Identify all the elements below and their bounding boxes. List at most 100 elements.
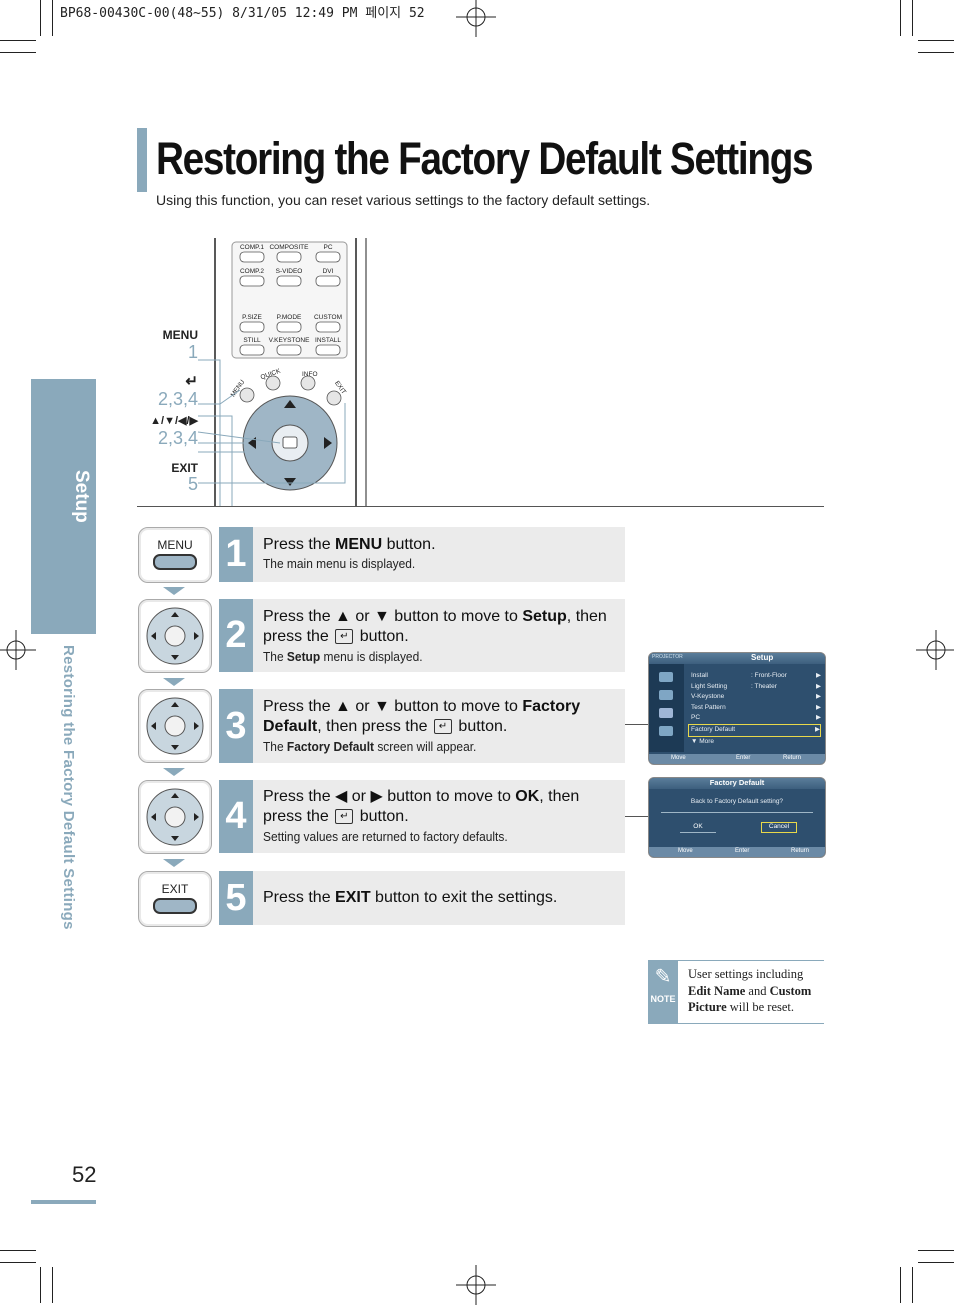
key-label: S-VIDEO [276, 268, 303, 275]
key-label: P.SIZE [242, 314, 262, 321]
key-label: COMP.2 [240, 268, 264, 275]
step-4-instruction: Press the ◀ or ▶ button to move to OK, t… [263, 788, 580, 825]
osd-setup-titlebar: PROJECTOR Setup [649, 653, 825, 664]
title-accent-bar [137, 128, 147, 192]
osd-brand: PROJECTOR [652, 654, 683, 660]
crop-mark [0, 1262, 36, 1263]
crop-mark [918, 40, 954, 41]
page-number: 52 [72, 1162, 97, 1187]
section-divider [137, 506, 824, 507]
callout-enter-step: 2,3,4 [157, 389, 198, 409]
crop-mark [52, 0, 53, 36]
step-4-box: Press the ◀ or ▶ button to move to OK, t… [253, 780, 625, 853]
crop-mark [912, 0, 913, 36]
callout-arrows-label: ▲/▼/◀/▶ [150, 415, 198, 427]
crop-mark [40, 0, 41, 36]
dpad-illustration [138, 780, 212, 854]
key-label: COMPOSITE [269, 244, 309, 251]
dpad-icon [146, 607, 204, 665]
osd-ok-button: OK [680, 823, 716, 833]
callout-exit-label: EXIT [171, 461, 198, 475]
dpad-illustration [138, 599, 212, 673]
osd-factory-question: Back to Factory Default setting? [690, 798, 784, 805]
exit-button-illustration: EXIT [138, 871, 212, 927]
side-tab-label: Setup [71, 470, 92, 523]
step-2-note: The Setup menu is displayed. [263, 649, 423, 664]
step-5-instruction: Press the EXIT button to exit the settin… [263, 889, 558, 906]
osd-item: Light Setting: Theater▶ [691, 682, 821, 690]
menu-key-icon [153, 554, 197, 570]
key-label: V.KEYSTONE [269, 337, 310, 344]
osd-item-selected: Factory Default▶ [688, 723, 821, 737]
key-label: INSTALL [315, 337, 341, 344]
step-3-note: The Factory Default screen will appear. [263, 739, 477, 754]
step-2-instruction: Press the ▲ or ▼ button to move to Setup… [263, 608, 607, 645]
remote-control-illustration: COMP.1 COMPOSITE PC COMP.2 S-VIDEO DVI P… [197, 238, 367, 506]
step-number: 4 [219, 780, 253, 853]
osd-icon-column [649, 664, 684, 752]
crop-mark [0, 52, 36, 53]
step-number: 5 [219, 871, 253, 925]
callout-arrows-step: 2,3,4 [157, 428, 198, 448]
osd-item: Test Pattern▶ [691, 703, 821, 711]
osd-factory-footer: Move Enter Return [649, 847, 825, 857]
note-box: ✎ NOTE User settings including Edit Name… [648, 960, 824, 1024]
osd-item: Install: Front-Floor▶ [691, 672, 821, 679]
osd-item: PC▶ [691, 714, 821, 722]
step-arrow [163, 859, 185, 867]
crop-mark [52, 1267, 53, 1303]
dpad-icon [146, 697, 204, 755]
callout-menu-step: 1 [187, 342, 198, 362]
note-icon-label: NOTE [650, 994, 676, 1004]
step-arrow [163, 768, 185, 776]
step-1-instruction: Press the MENU button. [263, 536, 436, 553]
crop-mark [40, 1267, 41, 1303]
callout-exit-step: 5 [187, 474, 198, 494]
enter-key-icon: ↵ [335, 629, 354, 645]
picture-icon [659, 672, 673, 682]
osd-item: V-Keystone▶ [691, 693, 821, 701]
step-3-instruction: Press the ▲ or ▼ button to move to Facto… [263, 698, 581, 735]
sound-icon [659, 690, 673, 700]
crop-mark [0, 1250, 36, 1251]
page-title: Restoring the Factory Default Settings [156, 133, 814, 184]
step-number: 1 [219, 527, 253, 582]
connector-line [625, 816, 648, 817]
key-label: DVI [323, 268, 334, 275]
osd-setup-title: Setup [751, 653, 774, 662]
osd-setup-items: Install: Front-Floor▶ Light Setting: The… [688, 671, 821, 747]
side-section-tab [31, 379, 96, 634]
dpad-icon [146, 788, 204, 846]
key-label: COMP.1 [240, 244, 264, 251]
connector-line [625, 724, 648, 725]
crop-mark [900, 1267, 901, 1303]
setup-icon [659, 708, 673, 718]
callout-menu-label: MENU [162, 328, 198, 342]
enter-key-icon: ↵ [335, 809, 354, 825]
note-pencil-icon: ✎ NOTE [648, 961, 678, 1023]
page-number-rule [31, 1200, 96, 1204]
crop-mark [912, 1267, 913, 1303]
exit-button-caption: EXIT [161, 882, 189, 896]
step-2-box: Press the ▲ or ▼ button to move to Setup… [253, 599, 625, 672]
step-1-note: The main menu is displayed. [263, 556, 416, 571]
registration-mark [456, 1265, 496, 1305]
step-arrow [163, 678, 185, 686]
key-label: PC [323, 244, 332, 251]
registration-mark [916, 630, 954, 670]
osd-more: ▼ More [691, 737, 715, 745]
step-number: 2 [219, 599, 253, 672]
print-header: BP68-00430C-00(48~55) 8/31/05 12:49 PM 페… [60, 6, 425, 21]
input-icon [659, 726, 673, 736]
key-label: STILL [243, 337, 261, 344]
note-text: User settings including Edit Name and Cu… [688, 967, 812, 1014]
crop-mark [918, 1250, 954, 1251]
enter-key-icon: ↵ [433, 719, 452, 735]
osd-factory-title: Factory Default [649, 778, 825, 789]
registration-mark [0, 630, 36, 670]
registration-mark [456, 0, 496, 37]
crop-mark [900, 0, 901, 36]
crop-mark [0, 40, 36, 41]
dial-label: INFO [302, 371, 318, 378]
osd-factory-dialog: Factory Default Back to Factory Default … [648, 777, 826, 858]
